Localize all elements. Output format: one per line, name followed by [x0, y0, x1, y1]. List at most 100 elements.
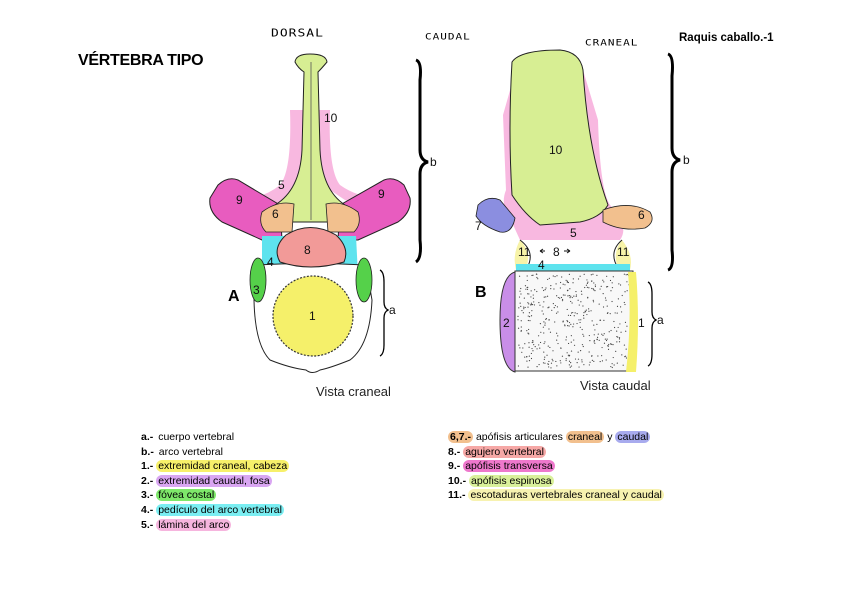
stipple-dot	[581, 359, 583, 361]
stipple-dot	[544, 322, 546, 324]
label-1-a: 1	[309, 309, 316, 323]
stipple-dot	[573, 295, 575, 297]
stipple-dot	[611, 287, 614, 289]
stipple-dot	[570, 341, 572, 343]
stipple-dot	[566, 308, 568, 311]
stipple-dot	[624, 303, 626, 306]
stipple-dot	[553, 307, 555, 309]
stipple-dot	[567, 295, 569, 297]
stipple-dot	[545, 287, 547, 289]
stipple-dot	[526, 356, 528, 358]
stipple-dot	[523, 306, 525, 308]
legend-key: 10.-	[448, 474, 467, 487]
stipple-dot	[582, 305, 584, 307]
stipple-dot	[554, 304, 556, 307]
stipple-dot	[534, 289, 536, 291]
stipple-dot	[532, 350, 534, 352]
stipple-dot	[593, 324, 595, 326]
stipple-dot	[542, 306, 544, 308]
stipple-dot	[533, 344, 535, 346]
stipple-dot	[518, 344, 520, 346]
stipple-dot	[605, 359, 607, 361]
stipple-dot	[592, 299, 594, 301]
stipple-dot	[531, 304, 533, 306]
stipple-dot	[606, 286, 609, 288]
stipple-dot	[576, 362, 578, 364]
stipple-dot	[580, 301, 582, 303]
stipple-dot	[609, 279, 612, 282]
costal-fovea-right	[355, 257, 373, 303]
stipple-dot	[555, 312, 558, 314]
stipple-dot	[527, 306, 529, 308]
stipple-dot	[593, 334, 595, 336]
legend-text-craneal: craneal	[565, 431, 605, 443]
stipple-dot	[546, 354, 548, 356]
stipple-dot	[570, 362, 572, 364]
stipple-dot	[530, 290, 532, 292]
stipple-dot	[567, 325, 569, 327]
stipple-dot	[620, 331, 622, 333]
brace-b-b	[667, 52, 681, 272]
stipple-dot	[574, 312, 576, 314]
legend-text: apófisis transversa	[463, 460, 555, 473]
vertebral-notch-caudal	[514, 240, 528, 270]
legend-key: 8.-	[448, 445, 461, 458]
stipple-dot	[568, 360, 571, 362]
stipple-dot	[528, 312, 531, 314]
stipple-dot	[570, 312, 573, 314]
stipple-dot	[542, 326, 544, 328]
stipple-dot	[623, 273, 625, 275]
stipple-dot	[581, 361, 583, 363]
brace-label-a-b: a	[657, 313, 664, 327]
stipple-dot	[589, 361, 591, 363]
stipple-dot	[536, 348, 538, 350]
stipple-dot	[593, 339, 595, 342]
stipple-dot	[564, 284, 566, 286]
stipple-dot	[530, 296, 532, 298]
stipple-dot	[618, 338, 621, 340]
stipple-dot	[528, 333, 530, 335]
stipple-dot	[588, 351, 590, 353]
stipple-dot	[573, 315, 575, 317]
stipple-dot	[602, 334, 604, 336]
stipple-dot	[599, 360, 601, 363]
stipple-dot	[518, 307, 520, 309]
stipple-dot	[598, 339, 600, 341]
label-2-b: 2	[503, 316, 510, 330]
label-6-b: 6	[638, 208, 645, 222]
stipple-dot	[550, 367, 552, 369]
stipple-dot	[536, 366, 538, 368]
vertebral-foramen-a	[276, 227, 347, 268]
stipple-dot	[584, 286, 586, 289]
stipple-dot	[526, 288, 529, 290]
stipple-dot	[607, 348, 610, 350]
stipple-dot	[601, 346, 603, 349]
stipple-dot	[561, 355, 564, 357]
stipple-dot	[578, 319, 580, 321]
label-8-b: 8	[553, 245, 560, 259]
stipple-dot	[605, 339, 608, 342]
stipple-dot	[543, 351, 545, 353]
stipple-dot	[606, 275, 608, 277]
legend-key: 5.-	[141, 518, 154, 531]
stipple-dot	[520, 330, 522, 332]
stipple-dot	[541, 287, 543, 289]
stipple-dot	[589, 340, 591, 342]
label-8-a: 8	[304, 243, 311, 257]
stipple-dot	[613, 320, 615, 323]
stipple-dot	[532, 340, 534, 342]
stipple-dot	[545, 318, 547, 320]
stipple-dot	[543, 301, 545, 303]
stipple-dot	[543, 321, 545, 323]
stipple-dot	[520, 287, 522, 290]
brace-b-a	[415, 58, 429, 264]
stipple-dot	[568, 325, 570, 327]
stipple-dot	[611, 300, 613, 303]
stipple-dot	[565, 358, 567, 360]
stipple-dot	[621, 294, 623, 297]
stipple-dot	[566, 320, 568, 322]
spinous-process-a	[274, 53, 346, 223]
stipple-dot	[542, 362, 545, 364]
stipple-dot	[560, 347, 562, 349]
stipple-dot	[548, 328, 550, 330]
